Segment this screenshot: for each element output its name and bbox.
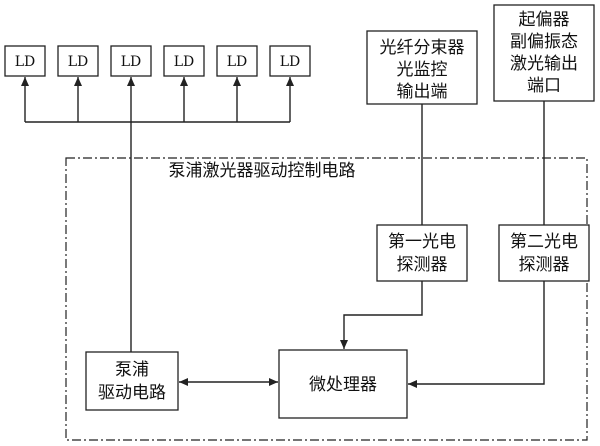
svg-text:光监控: 光监控 bbox=[397, 60, 448, 80]
svg-text:起偏器: 起偏器 bbox=[519, 10, 570, 30]
ld-box: LD bbox=[216, 45, 258, 77]
svg-text:第二光电: 第二光电 bbox=[510, 232, 578, 252]
ld-box: LD bbox=[57, 45, 99, 77]
svg-text:LD: LD bbox=[227, 54, 248, 70]
svg-text:探测器: 探测器 bbox=[519, 255, 570, 275]
svg-text:第一光电: 第一光电 bbox=[388, 232, 456, 252]
svg-text:LD: LD bbox=[68, 54, 89, 70]
ld-array: LD LD LD LD LD LD bbox=[4, 45, 311, 77]
svg-text:LD: LD bbox=[15, 54, 36, 70]
detector2-to-mcu-arrow bbox=[408, 281, 545, 388]
svg-text:微处理器: 微处理器 bbox=[309, 375, 377, 395]
control-circuit-region bbox=[65, 157, 588, 441]
ld-box: LD bbox=[269, 45, 311, 77]
svg-text:LD: LD bbox=[280, 54, 301, 70]
svg-text:驱动电路: 驱动电路 bbox=[98, 383, 166, 403]
pump-driver-box: 泵浦 驱动电路 bbox=[85, 351, 179, 411]
svg-text:光纤分束器: 光纤分束器 bbox=[380, 38, 465, 58]
splitter-monitor-port-box: 光纤分束器 光监控 输出端 bbox=[366, 30, 478, 105]
photodetector-2-box: 第二光电 探测器 bbox=[498, 224, 590, 282]
svg-text:输出端: 输出端 bbox=[397, 82, 448, 102]
svg-text:泵浦: 泵浦 bbox=[115, 360, 149, 380]
svg-text:副偏振态: 副偏振态 bbox=[510, 32, 578, 52]
svg-text:激光输出: 激光输出 bbox=[510, 54, 578, 74]
microprocessor-box: 微处理器 bbox=[278, 349, 408, 419]
polarizer-output-port-box: 起偏器 副偏振态 激光输出 端口 bbox=[493, 4, 595, 102]
ld-box: LD bbox=[110, 45, 152, 77]
svg-text:探测器: 探测器 bbox=[397, 255, 448, 275]
region-title: 泵浦激光器驱动控制电路 bbox=[169, 161, 356, 181]
photodetector-1-box: 第一光电 探测器 bbox=[376, 224, 468, 282]
svg-text:LD: LD bbox=[121, 54, 142, 70]
ld-box: LD bbox=[163, 45, 205, 77]
svg-text:端口: 端口 bbox=[527, 76, 561, 96]
ld-box: LD bbox=[4, 45, 46, 77]
detector1-to-mcu-arrow bbox=[340, 281, 423, 349]
svg-text:LD: LD bbox=[174, 54, 195, 70]
ld-bus bbox=[21, 77, 294, 352]
